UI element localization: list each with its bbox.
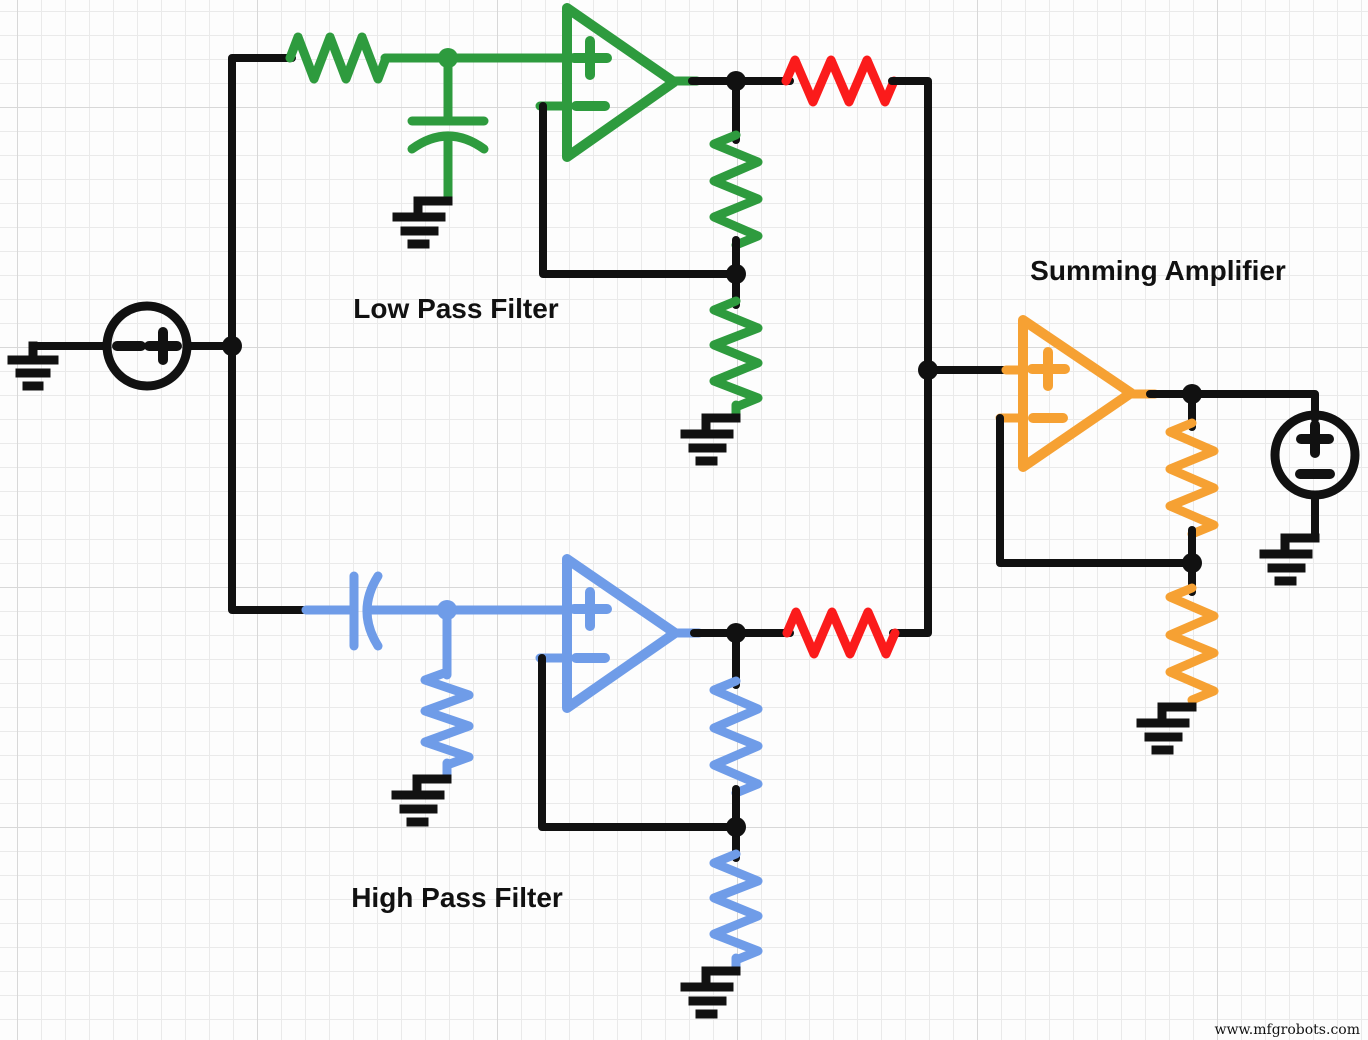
voltage-source-circle bbox=[102, 301, 192, 391]
sum-feedback-wire bbox=[996, 414, 1193, 567]
high-pass-filter-section: High Pass Filter bbox=[301, 554, 900, 1019]
sum-feedback-resistor bbox=[1165, 418, 1219, 539]
sum-ground-resistor bbox=[1165, 583, 1219, 705]
low-pass-label: Low Pass Filter bbox=[353, 293, 558, 324]
hp-ground-resistor bbox=[709, 849, 763, 965]
ground-symbol bbox=[1259, 533, 1320, 586]
ground-symbol bbox=[392, 196, 453, 249]
junction-dot bbox=[1182, 384, 1202, 404]
lp-feedback-wire bbox=[539, 102, 737, 278]
hp-feedback-wire bbox=[538, 654, 737, 831]
ground-symbol bbox=[7, 341, 59, 391]
hp-feedback-resistor bbox=[709, 676, 763, 798]
lp-opamp bbox=[562, 3, 679, 162]
junction-dot bbox=[726, 817, 746, 837]
sum-output-wire bbox=[1146, 390, 1319, 423]
output-voltage-source bbox=[1259, 410, 1360, 586]
ground-symbol bbox=[680, 966, 741, 1019]
lp-red-resistor bbox=[781, 55, 899, 107]
hp-shunt-resistor bbox=[420, 667, 474, 770]
summing-amplifier-label: Summing Amplifier bbox=[1030, 255, 1286, 286]
hp-opamp bbox=[562, 554, 680, 713]
low-pass-filter-section: Low Pass Filter bbox=[285, 3, 899, 466]
lp-feedback-resistor bbox=[709, 130, 763, 250]
lp-ground-resistor bbox=[709, 296, 763, 412]
junction-dot bbox=[726, 71, 746, 91]
junction-dot bbox=[438, 48, 458, 68]
junction-dot bbox=[437, 600, 457, 620]
junction-dot bbox=[726, 623, 746, 643]
lp-series-resistor bbox=[285, 32, 391, 84]
watermark: www.mfgrobots.com bbox=[1215, 1022, 1360, 1038]
summing-bus-wire bbox=[888, 77, 932, 637]
high-pass-label: High Pass Filter bbox=[351, 882, 563, 913]
hp-red-resistor bbox=[782, 607, 900, 659]
input-voltage-source bbox=[7, 301, 242, 391]
sum-opamp bbox=[1018, 315, 1136, 472]
hp-cap-curved-plate bbox=[362, 571, 383, 651]
junction-dot bbox=[726, 264, 746, 284]
input-bus-wire bbox=[228, 54, 311, 614]
ground-symbol bbox=[1136, 702, 1197, 755]
junction-dot bbox=[1182, 553, 1202, 573]
ground-symbol bbox=[391, 774, 452, 827]
summing-amplifier-section: Summing Amplifier bbox=[924, 255, 1319, 755]
ground-symbol bbox=[680, 413, 741, 466]
